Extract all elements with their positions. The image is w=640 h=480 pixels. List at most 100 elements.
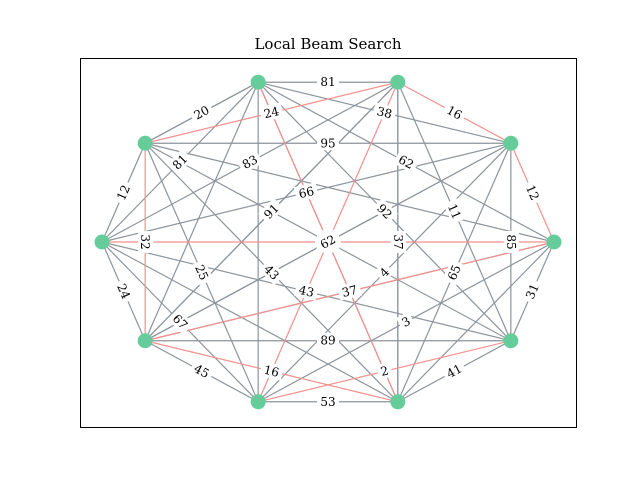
edge-label-background bbox=[317, 135, 339, 151]
graph-node bbox=[503, 333, 519, 349]
edge-label-background bbox=[371, 198, 398, 225]
edge-weight-label: 38 bbox=[372, 102, 398, 123]
graph-node bbox=[250, 74, 266, 90]
edge-weight-label: 24 bbox=[112, 278, 136, 305]
edge-weight-label: 65 bbox=[442, 259, 466, 286]
edge-label-background bbox=[441, 100, 468, 125]
edge-labels-layer: 8138162024956244578536126612838192119832… bbox=[111, 74, 545, 409]
edge-weight-label: 45 bbox=[188, 358, 216, 383]
edge-weight-label: 83 bbox=[236, 149, 263, 174]
graph-node bbox=[503, 135, 519, 151]
edge-weight-text: 32 bbox=[138, 234, 152, 249]
edge-label-background bbox=[293, 182, 319, 203]
graph-node bbox=[137, 135, 153, 151]
edge-weight-text: 38 bbox=[375, 104, 393, 121]
edge-weight-text: 83 bbox=[240, 152, 260, 172]
nodes-layer bbox=[94, 74, 562, 410]
graph-node bbox=[390, 74, 406, 90]
edge-label-background bbox=[294, 281, 319, 301]
edge-weight-text: 62 bbox=[318, 232, 338, 252]
graph-node bbox=[137, 333, 153, 349]
edge-weight-label: 62 bbox=[314, 229, 342, 254]
edge-label-background bbox=[390, 231, 406, 253]
edge-weight-text: 62 bbox=[396, 152, 416, 172]
edge-label-background bbox=[258, 259, 285, 286]
edge-weight-label: 43 bbox=[294, 281, 319, 301]
edge-label-background bbox=[443, 198, 467, 225]
edge-weight-text: 31 bbox=[523, 282, 542, 302]
edge-weight-label: 31 bbox=[520, 278, 544, 305]
edge-weight-text: 45 bbox=[192, 361, 212, 381]
graph-node bbox=[250, 394, 266, 410]
plot-frame bbox=[80, 58, 577, 428]
edge-weight-text: 37 bbox=[341, 283, 359, 300]
edge-weight-label: 2 bbox=[375, 361, 393, 380]
edge-label-background bbox=[393, 149, 420, 174]
graph-node bbox=[94, 234, 110, 250]
edge-label-background bbox=[236, 149, 263, 174]
edge-label-background bbox=[503, 231, 519, 253]
edge-weight-text: 25 bbox=[192, 263, 211, 283]
edge-label-background bbox=[396, 311, 416, 332]
edge-weight-label: 85 bbox=[503, 231, 519, 253]
edge-weight-label: 16 bbox=[259, 360, 285, 381]
edge-weight-text: 53 bbox=[320, 395, 335, 409]
edge-weight-label: 66 bbox=[293, 182, 319, 203]
edge-label-background bbox=[166, 148, 193, 175]
edge-weight-text: 89 bbox=[320, 334, 335, 348]
edge-weight-text: 43 bbox=[297, 283, 315, 300]
edge-weight-text: 20 bbox=[192, 103, 212, 123]
graph-edge bbox=[397, 241, 555, 403]
edge-label-background bbox=[258, 102, 284, 123]
edge-label-background bbox=[138, 231, 154, 253]
edge-weight-text: 12 bbox=[523, 183, 542, 203]
edge-weight-text: 65 bbox=[445, 263, 464, 283]
edge-label-background bbox=[167, 308, 194, 335]
edge-weight-label: 20 bbox=[188, 100, 215, 125]
edge-weight-label: 24 bbox=[258, 102, 284, 123]
edge-weight-label: 25 bbox=[190, 259, 214, 286]
edge-weight-text: 16 bbox=[444, 103, 464, 123]
edge-label-background bbox=[317, 74, 339, 90]
edge-weight-label: 12 bbox=[521, 179, 545, 206]
edge-weight-label: 37 bbox=[390, 231, 406, 253]
edge-label-background bbox=[440, 358, 468, 383]
edge-label-background bbox=[188, 358, 216, 383]
graph-node bbox=[390, 394, 406, 410]
edge-weight-label: 62 bbox=[393, 149, 420, 174]
edge-label-background bbox=[314, 229, 342, 254]
edge-weight-label: 37 bbox=[337, 281, 362, 301]
edge-weight-text: 81 bbox=[320, 75, 335, 89]
edge-weight-text: 37 bbox=[391, 234, 405, 249]
edge-weight-label: 3 bbox=[396, 311, 416, 332]
edge-weight-label: 11 bbox=[443, 198, 467, 225]
edge-label-background bbox=[337, 281, 362, 301]
edge-label-background bbox=[520, 278, 544, 305]
edge-weight-label: 81 bbox=[317, 74, 339, 90]
edge-weight-label: 53 bbox=[317, 393, 339, 409]
edge-weight-label: 4 bbox=[373, 261, 395, 283]
edge-weight-text: 85 bbox=[504, 234, 518, 249]
edge-weight-text: 41 bbox=[444, 361, 464, 381]
edge-weight-label: 16 bbox=[441, 100, 468, 125]
graph-edge bbox=[101, 241, 399, 403]
edge-weight-label: 12 bbox=[111, 179, 135, 206]
edge-weight-text: 12 bbox=[114, 183, 133, 203]
edge-label-background bbox=[259, 360, 285, 381]
edge-label-background bbox=[190, 259, 214, 286]
edge-weight-text: 16 bbox=[262, 363, 280, 380]
edge-weight-text: 11 bbox=[445, 202, 464, 222]
edge-label-background bbox=[317, 393, 339, 409]
edge-weight-text: 95 bbox=[320, 136, 335, 150]
graph-node bbox=[546, 234, 562, 250]
edge-label-background bbox=[375, 361, 393, 380]
edge-label-background bbox=[372, 102, 398, 123]
edge-weight-label: 32 bbox=[138, 231, 154, 253]
edge-weight-text: 24 bbox=[114, 282, 133, 302]
edge-label-background bbox=[111, 179, 135, 206]
chart-title: Local Beam Search bbox=[254, 35, 401, 53]
edge-label-background bbox=[442, 259, 466, 286]
edge-label-background bbox=[258, 198, 285, 225]
edge-weight-text: 24 bbox=[262, 104, 280, 121]
